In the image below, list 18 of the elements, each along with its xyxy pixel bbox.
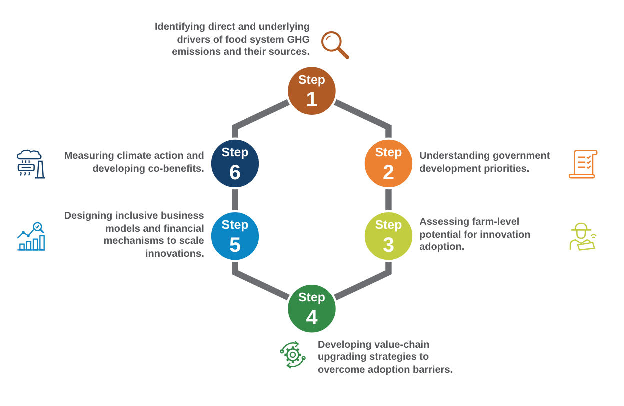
step-description: Understanding government development priorities. bbox=[420, 151, 552, 176]
connector-line bbox=[232, 188, 238, 212]
step-circle: Step 6 bbox=[209, 138, 262, 190]
connector-line bbox=[232, 261, 291, 302]
step-circle: Step 5 bbox=[209, 210, 262, 262]
step-description: Designing inclusive business models and financial mechanisms to scale innovations. bbox=[63, 211, 204, 262]
step-circle: Step 4 bbox=[286, 282, 338, 335]
connector-line bbox=[333, 98, 392, 139]
connector-line bbox=[232, 98, 291, 139]
step-circle: Step 2 bbox=[362, 138, 415, 190]
step-description: Developing value-chain upgrading strategies to overcome adoption barriers. bbox=[318, 340, 454, 378]
connector-line bbox=[386, 188, 392, 212]
step-description: Measuring climate action and developing co-benefits. bbox=[63, 151, 204, 176]
step-circle: Step 1 bbox=[286, 65, 338, 118]
step-description: Assessing farm-level potential for innovation adoption. bbox=[420, 217, 532, 255]
step-description: Identifying direct and underlying drivers of food system GHG emissions and their sources. bbox=[154, 22, 310, 60]
step-circle: Step 3 bbox=[362, 210, 415, 262]
connector-line bbox=[333, 261, 392, 302]
